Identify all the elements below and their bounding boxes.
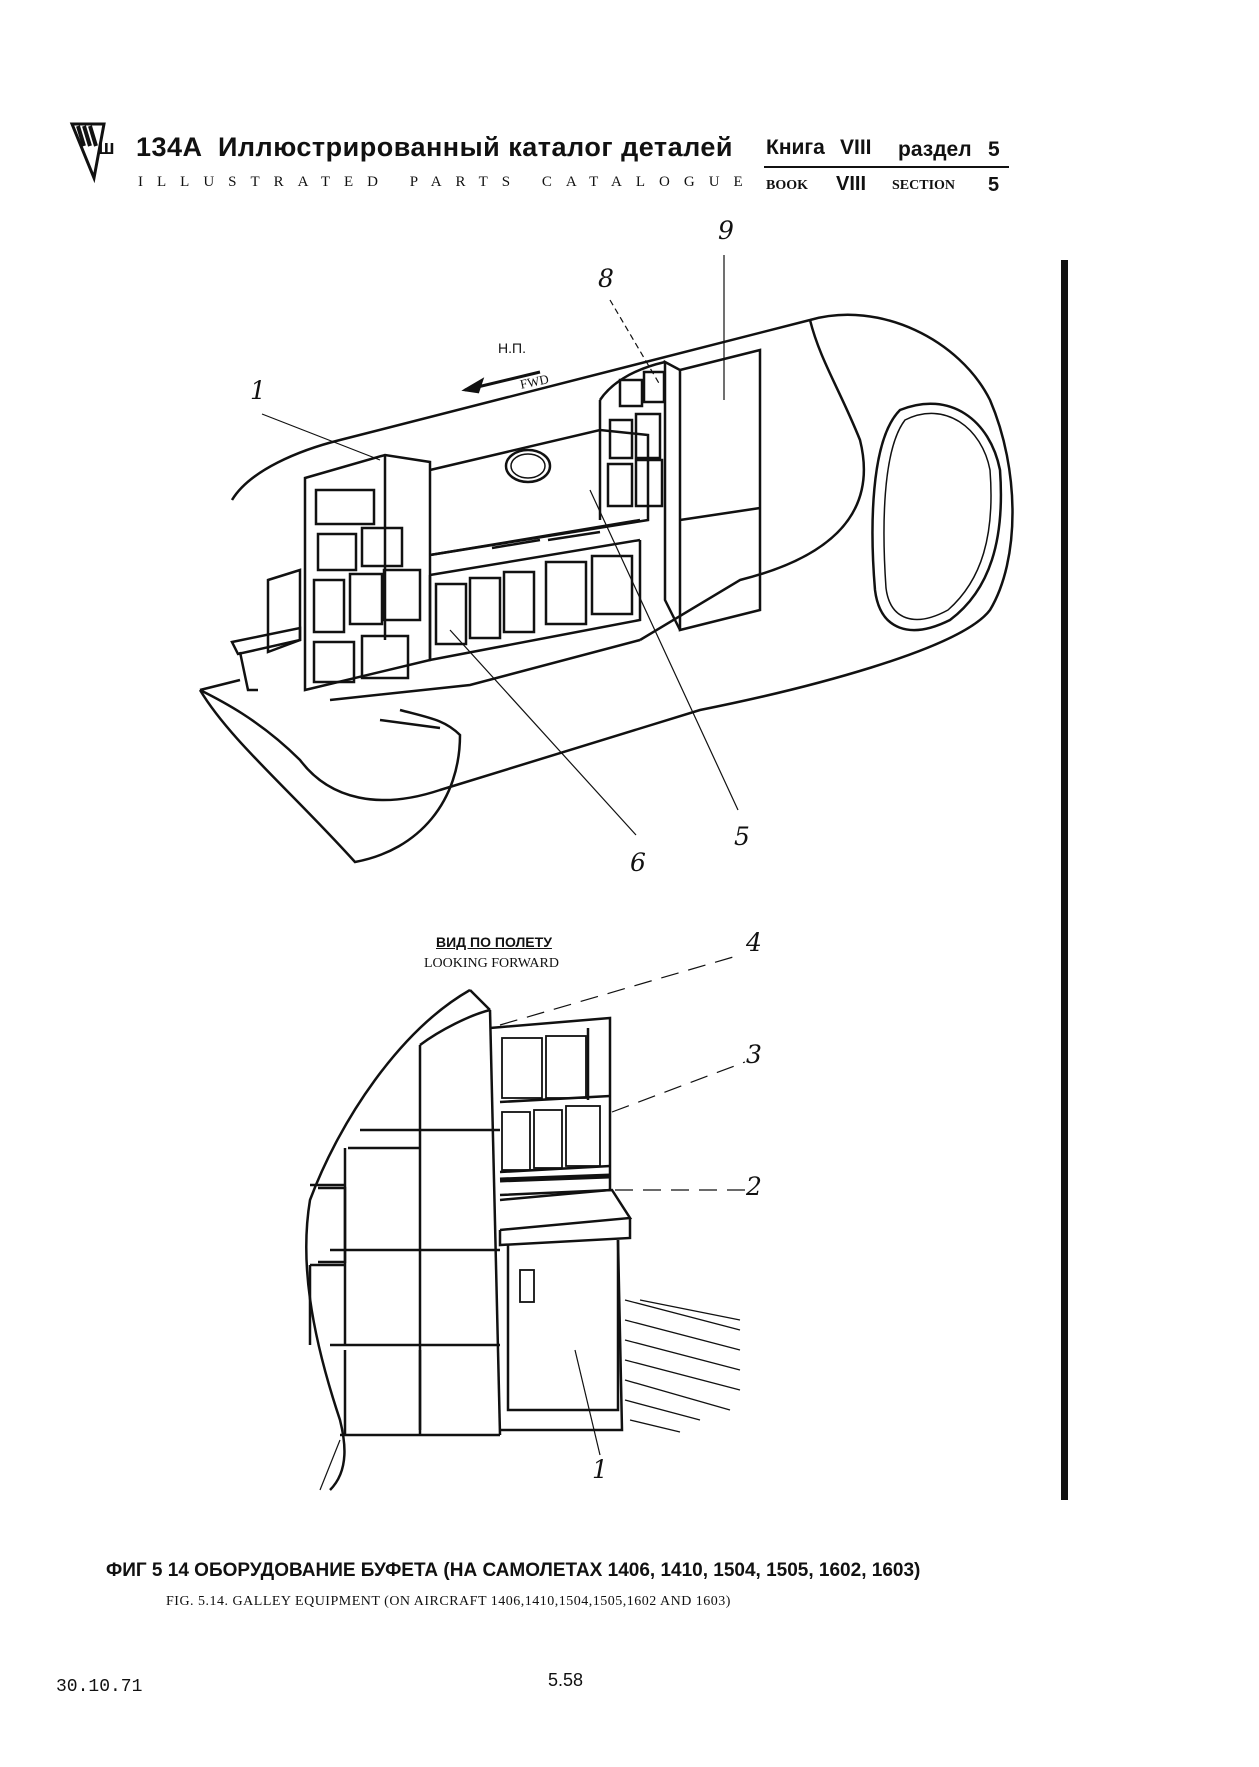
callout-3: 3 (746, 1040, 762, 1069)
header-title-ru: Иллюстрированный каталог деталей (218, 132, 734, 162)
tupolev-logo-icon: ш (69, 122, 115, 184)
header-section-ru-label: раздел (898, 138, 972, 161)
callout-5: 5 (734, 822, 750, 851)
header-model: 134A (136, 132, 203, 162)
footer-date: 30.10.71 (56, 1677, 143, 1697)
direction-ru-label: Н.П. (498, 340, 526, 356)
view-label-en: LOOKING FORWARD (424, 956, 559, 971)
tupolev-logo: ш (68, 118, 138, 188)
header-book-en-num: VIII (836, 173, 867, 195)
callout-2: 2 (746, 1172, 762, 1201)
header-book-ru-num: VIII (840, 136, 872, 159)
figure-caption-ru: ФИГ 5 14 ОБОРУДОВАНИЕ БУФЕТА (НА САМОЛЕТ… (106, 1560, 921, 1581)
figure-caption-en: FIG. 5.14. GALLEY EQUIPMENT (ON AIRCRAFT… (166, 1594, 731, 1609)
header-section-en-num: 5 (988, 174, 1000, 196)
callout-1-top: 1 (250, 376, 266, 405)
view-label-ru: ВИД ПО ПОЛЕТУ (436, 934, 552, 950)
svg-text:ш: ш (98, 137, 115, 159)
header-rule (764, 166, 1009, 168)
header-title-en: ILLUSTRATED PARTS CATALOGUE (138, 174, 757, 190)
header-book-en-label: BOOK (766, 178, 809, 193)
callout-8: 8 (598, 264, 614, 293)
galley-isometric-drawing (198, 255, 1014, 864)
header-section-ru-num: 5 (988, 138, 1000, 161)
callout-9: 9 (718, 216, 734, 245)
callout-6: 6 (630, 848, 646, 877)
page-number: 5.58 (548, 1670, 584, 1690)
header-section-en-label: SECTION (892, 178, 956, 193)
margin-bar (1061, 260, 1068, 1500)
callout-1-bottom: 1 (592, 1455, 608, 1484)
header-book-ru-label: Книга (766, 136, 825, 159)
callout-4: 4 (746, 928, 762, 957)
